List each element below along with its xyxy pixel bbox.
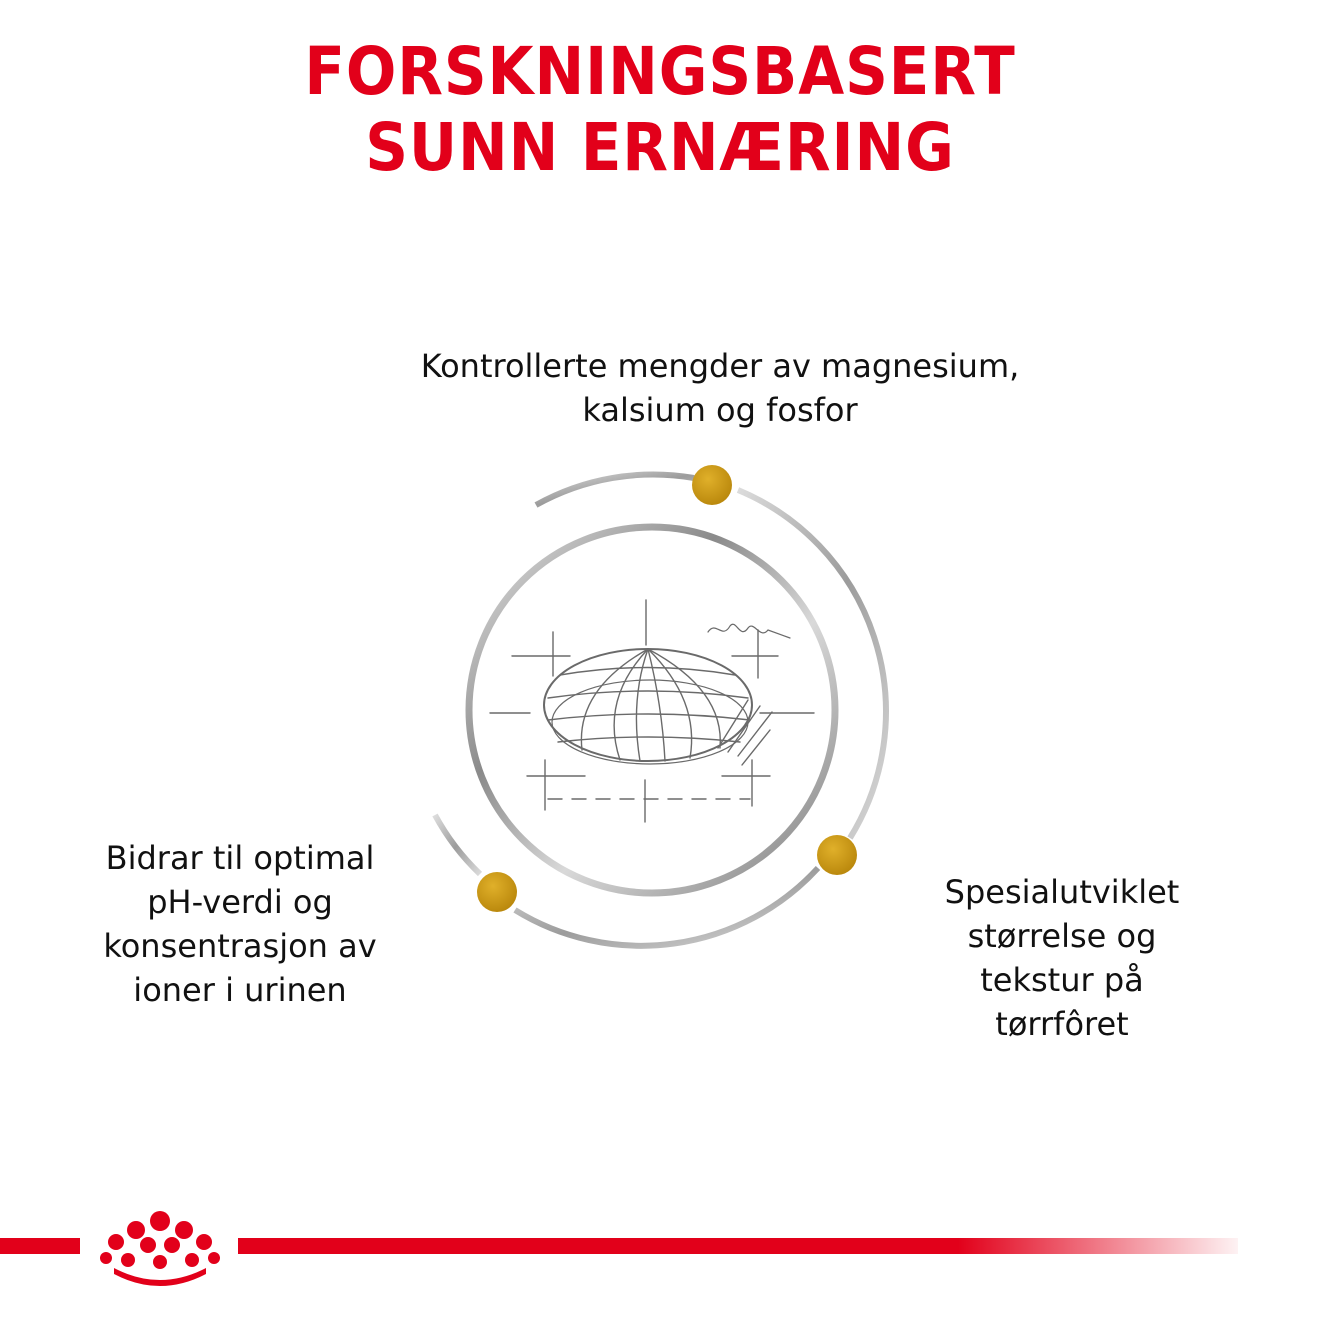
benefit-left-line-3: konsentrasjon av bbox=[103, 927, 377, 965]
brand-bar-right bbox=[238, 1238, 1238, 1254]
benefit-left-line-2: pH-verdi og bbox=[147, 883, 333, 921]
dot-left bbox=[477, 872, 517, 912]
benefit-right-line-4: tørrfôret bbox=[995, 1005, 1129, 1043]
benefit-left: Bidrar til optimal pH-verdi og konsentra… bbox=[60, 836, 420, 1012]
benefit-left-line-1: Bidrar til optimal bbox=[105, 839, 375, 877]
title-line-1: FORSKNINGSBASERT bbox=[304, 33, 1016, 110]
dot-top bbox=[692, 465, 732, 505]
outer-arc-top bbox=[534, 471, 695, 508]
inner-ring bbox=[465, 523, 839, 897]
benefit-top-line-2: kalsium og fosfor bbox=[582, 391, 858, 429]
outer-arc-right bbox=[736, 487, 889, 840]
outer-arc-left bbox=[432, 813, 483, 877]
benefit-top-line-1: Kontrollerte mengder av magnesium, bbox=[420, 347, 1020, 385]
title-line-2: SUNN ERNÆRING bbox=[365, 109, 955, 186]
benefit-right-line-2: størrelse og bbox=[967, 917, 1157, 955]
crown-logo-icon bbox=[100, 1211, 220, 1286]
page-title: FORSKNINGSBASERT SUNN ERNÆRING bbox=[66, 34, 1254, 186]
brand-bar-left bbox=[0, 1238, 80, 1254]
outer-arc-bottom bbox=[513, 865, 821, 949]
benefit-top: Kontrollerte mengder av magnesium, kalsi… bbox=[360, 344, 1080, 432]
benefit-right-line-3: tekstur på bbox=[980, 961, 1144, 999]
benefit-left-line-4: ioner i urinen bbox=[133, 971, 347, 1009]
kibble-sketch-icon bbox=[489, 599, 815, 823]
benefit-right: Spesialutviklet størrelse og tekstur på … bbox=[892, 870, 1232, 1046]
dot-right bbox=[817, 835, 857, 875]
benefit-right-line-1: Spesialutviklet bbox=[944, 873, 1180, 911]
